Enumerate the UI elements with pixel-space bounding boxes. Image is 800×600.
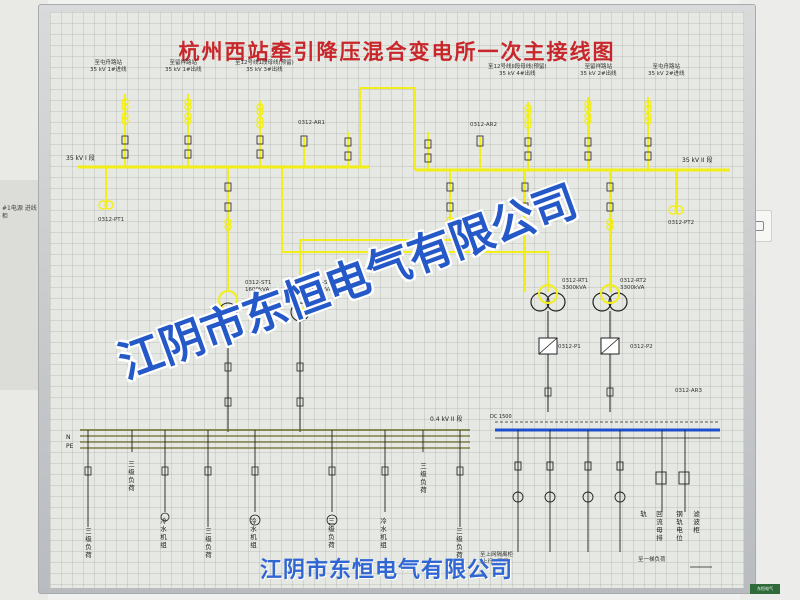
pt-label: 0312-PT2 (668, 220, 695, 226)
dc-feeder-label: 轨 (640, 510, 647, 518)
lv-feeder-label: 三级负荷 (205, 527, 212, 559)
watermark-bottom: 江阴市东恒电气有限公司 (260, 558, 514, 583)
diagram-board: 杭州西站牵引降压混合变电所一次主接线图 至屯舟路站 35 kV 1#进线 至留祥… (50, 12, 744, 588)
n-label: N (66, 434, 71, 441)
feeder-t1 (224, 167, 232, 292)
dc-feeder-label: 钢轨电位 (676, 510, 683, 542)
arrester-2 (476, 135, 484, 170)
bus-dc-label: DC 1500 (490, 414, 512, 420)
lv-feeder-label: 冷水机组 (380, 517, 387, 549)
lv-feeder-label: 三级负荷 (128, 460, 135, 492)
single-line-diagram (78, 87, 730, 568)
pt-right (668, 170, 684, 215)
rectifier-1 (538, 311, 558, 412)
dc-feeder-label: 滤波柜 (693, 510, 700, 534)
rectifier-label: 0312-P1 (558, 344, 581, 350)
arrester-1 (300, 135, 308, 167)
transformer-4 (592, 284, 628, 312)
feeder-label: 至留祥路站 35 kV 1#出线 (165, 60, 202, 73)
lv-feeder-label: 冷水机组 (250, 517, 257, 549)
brand-tag: 东恒电气 (750, 584, 780, 594)
feeder-4 (524, 102, 532, 170)
diagram-title: 杭州西站牵引降压混合变电所一次主接线图 (178, 39, 616, 64)
dc-note: 至一梯负荷 (638, 557, 666, 563)
dc-note: 至上网隔离柜 (上行)(下行) (480, 552, 514, 565)
adjacent-panel-label: #1电源 进线柜 (2, 205, 37, 220)
bus-04kv-2-label: 0.4 kV II 段 (430, 416, 463, 423)
transformer-label: 0312-ST1 1600kVA (245, 280, 272, 293)
pe-label: PE (66, 443, 74, 450)
bus-tie (359, 87, 416, 170)
transformer-3 (530, 284, 566, 312)
feeder-label: 至屯舟路站 35 kV 1#进线 (90, 60, 127, 73)
dc-feeders (512, 430, 690, 552)
feeder-1 (121, 94, 129, 167)
feeder-2 (184, 94, 192, 167)
transformer-label: 0312-RT2 3300kVA (620, 278, 647, 291)
feeder-t2 (446, 170, 454, 240)
bus-35kv-2-label: 35 kV II 段 (682, 157, 713, 164)
arrester-label: 0312-AR2 (470, 122, 497, 128)
lv-feeder-label: 三级负荷 (328, 517, 335, 549)
dc-feeder-label: 回流母排 (656, 510, 663, 542)
pt-left (98, 167, 114, 210)
rectifier-label: 0312-P2 (630, 344, 653, 350)
feeder-5 (584, 97, 592, 170)
lv-feeder-label: 三级负荷 (456, 527, 463, 559)
bus-35kv-1-label: 35 kV I 段 (66, 155, 95, 162)
feeder-6 (644, 97, 652, 170)
feeder-label: 至屯舟路站 35 kV 2#进线 (648, 64, 685, 77)
arrester-label: 0312-AR3 (675, 388, 702, 394)
feeder-label: 至留祥路站 35 kV 2#出线 (580, 64, 617, 77)
lv-feeder-label: 三级负荷 (85, 527, 92, 559)
feeder-label: 至12号线II段母线(预留) 35 kV 4#出线 (488, 64, 547, 77)
rectifier-2 (600, 311, 620, 412)
arrester-label: 0312-AR1 (298, 120, 325, 126)
lv-feeders (87, 430, 461, 527)
lv-feeder-label: 三级负荷 (420, 462, 427, 494)
feeder-t4 (606, 170, 614, 292)
pt-label: 0312-PT1 (98, 217, 125, 223)
transformer-label: 0312-ST2 1600kVA (308, 280, 335, 293)
transformer-label: 0312-RT1 3300kVA (562, 278, 589, 291)
feeder-t3 (521, 170, 529, 292)
feeder-3 (256, 100, 264, 167)
feeder-label: 至12号线1段母线(预留) 35 kV 3#出线 (235, 60, 294, 73)
